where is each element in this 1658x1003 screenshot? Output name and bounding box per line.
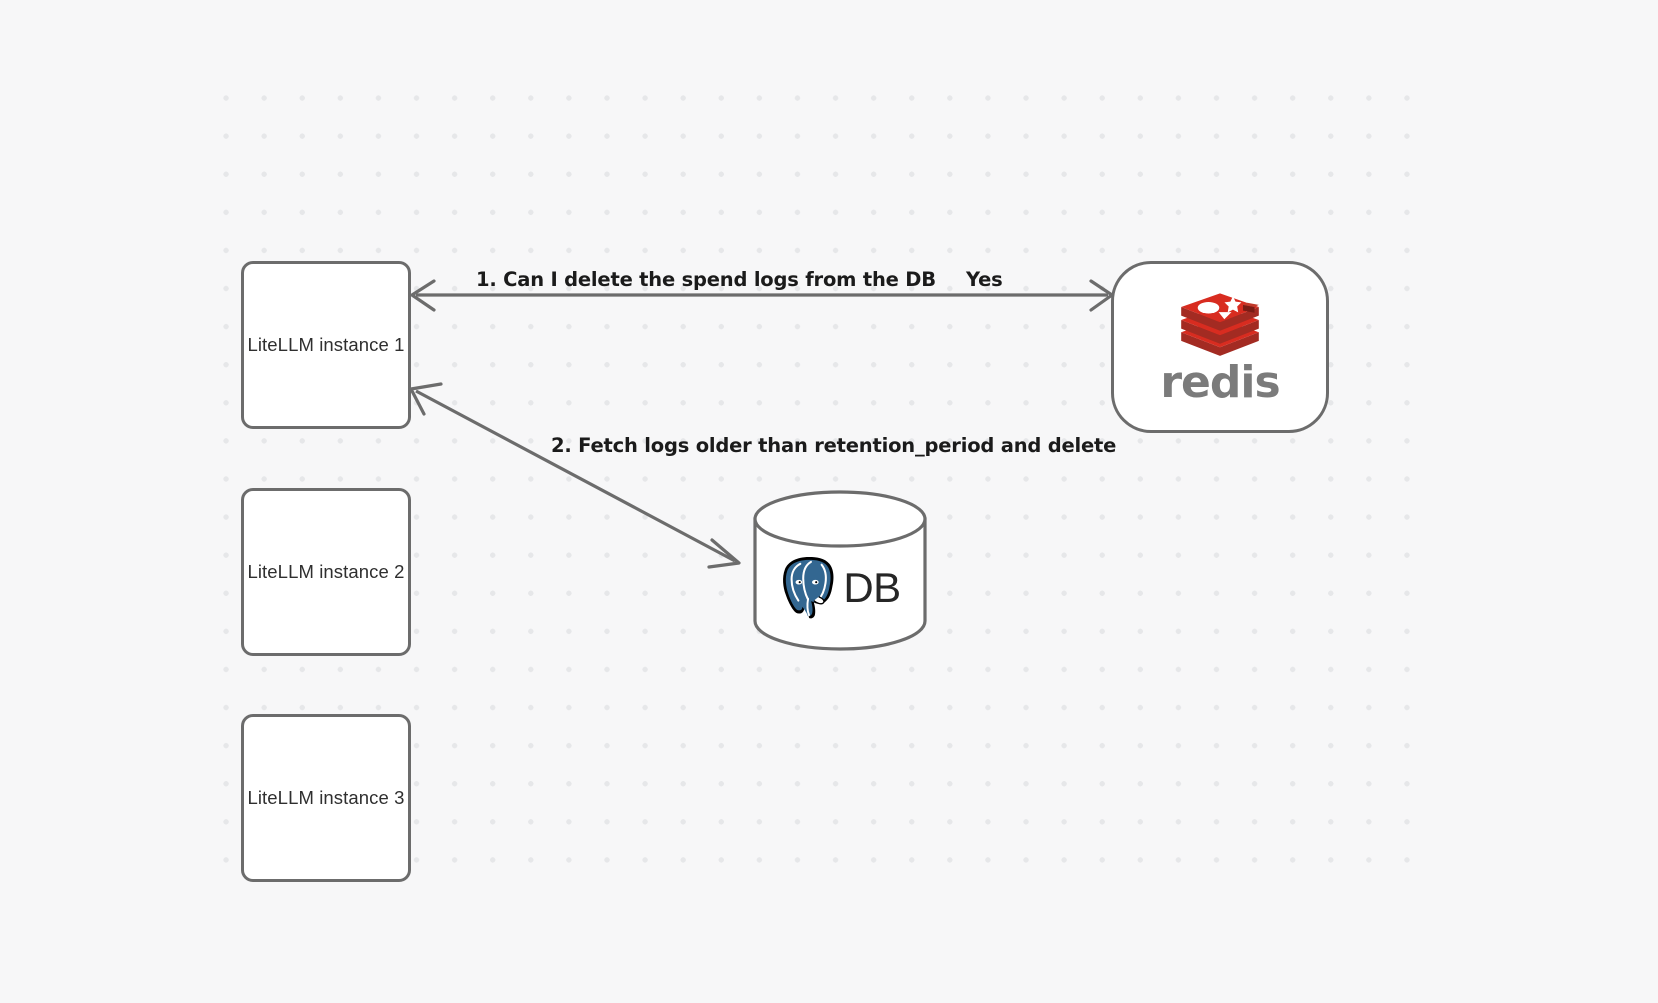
node-label: LiteLLM instance 1	[247, 334, 405, 355]
edge1-reply-label: Yes	[966, 268, 1003, 291]
redis-logo-icon: redis	[1160, 289, 1281, 408]
node-litellm-instance-2[interactable]: LiteLLM instance 2	[241, 488, 411, 656]
cylinder-shape	[753, 490, 927, 651]
node-label: LiteLLM instance 3	[247, 787, 405, 808]
edge-llm1-db	[409, 382, 741, 569]
node-litellm-instance-3[interactable]: LiteLLM instance 3	[241, 714, 411, 882]
node-label: LiteLLM instance 2	[247, 561, 405, 582]
node-redis[interactable]: redis	[1111, 261, 1329, 433]
node-database[interactable]: DB	[752, 489, 928, 651]
db-label: DB	[843, 564, 901, 611]
redis-wordmark: redis	[1160, 357, 1280, 408]
edge1-label: 1. Can I delete the spend logs from the …	[476, 268, 936, 291]
node-litellm-instance-1[interactable]: LiteLLM instance 1	[241, 261, 411, 429]
edge2-label: 2. Fetch logs older than retention_perio…	[551, 434, 1117, 457]
postgresql-elephant-icon	[783, 557, 834, 619]
